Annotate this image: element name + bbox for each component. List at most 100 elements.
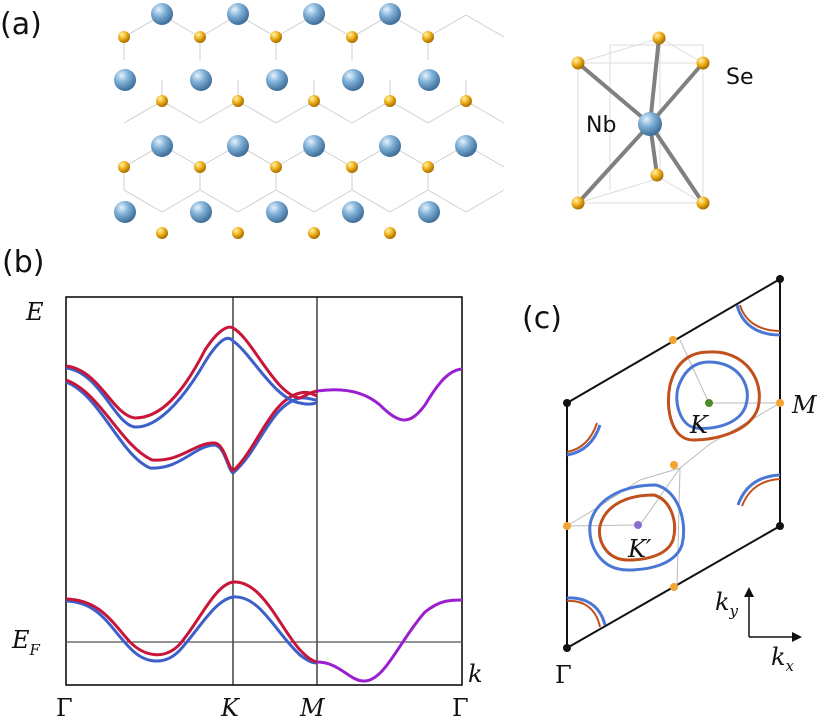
m-point-dot (776, 399, 784, 407)
nb-atom (303, 3, 325, 25)
edge-pocket-right-top (735, 304, 781, 337)
ky-arrowhead (744, 587, 754, 597)
se-atom (232, 95, 244, 107)
band-degenerate-upper (316, 367, 463, 422)
se-atom (571, 56, 585, 70)
nb-atom (418, 201, 440, 223)
se-atom (460, 95, 472, 107)
kprime-point-dot (634, 521, 642, 529)
band-fermi-spin-down (65, 595, 318, 665)
se-atom (346, 161, 358, 173)
panel-a-label: (a) (0, 7, 42, 42)
nb-atom (455, 135, 477, 157)
corner-dot (776, 522, 784, 530)
fermi-pocket-kprime-outer (588, 483, 686, 572)
kx-arrowhead (792, 632, 802, 642)
se-atom (696, 196, 710, 210)
panel-a: (a) (0, 3, 754, 239)
se-label: Se (726, 65, 754, 90)
edge-pocket-left-top (566, 424, 602, 457)
nb-atom (114, 201, 136, 223)
trigonal-prism-coordination: Nb Se (571, 31, 754, 210)
nb-atom (151, 3, 173, 25)
m-point-dot (669, 336, 677, 344)
honeycomb-lattice (114, 3, 505, 239)
kx-label: kx (771, 643, 795, 675)
band-upper-k-m-down (232, 396, 318, 475)
m-point-dot (563, 522, 571, 530)
se-atom (422, 31, 434, 43)
se-atom (156, 95, 168, 107)
nb-atom (303, 135, 325, 157)
se-atom (232, 227, 244, 239)
edge-pocket-left-bottom (566, 596, 607, 626)
nb-label: Nb (586, 113, 616, 138)
se-atom (652, 31, 666, 45)
se-atom (650, 168, 664, 182)
prism-wireframe (577, 37, 705, 204)
band-upper-spin-up (65, 378, 235, 473)
m-point-dot (670, 461, 678, 469)
nb-se-bonds (576, 36, 705, 205)
se-atom (118, 31, 130, 43)
nb-atom (227, 3, 249, 25)
edge-pocket-right-bottom-red (741, 478, 781, 507)
tick-label-gamma-end: Γ (452, 694, 469, 722)
corner-dot (776, 275, 784, 283)
ky-label: ky (715, 588, 739, 620)
nb-atom (227, 135, 249, 157)
m-point-dot (670, 583, 678, 591)
band-fermi-spin-up (65, 580, 318, 664)
band-top-spin-up (65, 325, 318, 420)
nb-atom (190, 201, 212, 223)
band-top-spin-down (65, 336, 318, 429)
se-atom (384, 227, 396, 239)
nb-atom (114, 69, 136, 91)
lattice-bonds (123, 14, 505, 213)
se-atom (308, 95, 320, 107)
fermi-energy-label: EF (11, 626, 41, 659)
nb-atom (266, 201, 288, 223)
panel-b: (b) E EF k Γ K M Γ (2, 245, 483, 722)
se-atom (696, 56, 710, 70)
band-fermi-degenerate (316, 598, 463, 683)
corner-dot (563, 399, 571, 407)
se-atom (422, 161, 434, 173)
band-plot-frame (65, 296, 463, 686)
edge-pocket-right-top-red (739, 304, 781, 332)
kprime-point-label: K′ (627, 535, 652, 563)
gamma-point-label: Γ (555, 661, 572, 689)
se-atom (156, 227, 168, 239)
fermi-pocket-k-outer (666, 350, 761, 442)
edge-pocket-right-bottom (736, 473, 781, 506)
tick-label-k: K (220, 694, 241, 722)
tick-label-m: M (299, 694, 326, 722)
se-atom (384, 95, 396, 107)
se-atom (346, 31, 358, 43)
se-atom (308, 227, 320, 239)
nb-atom (342, 201, 364, 223)
fermi-pocket-k-inner (675, 360, 749, 430)
panel-b-label: (b) (2, 245, 44, 280)
nb-atom (190, 69, 212, 91)
nb-atom (151, 135, 173, 157)
gamma-point-dot (563, 644, 571, 652)
tick-label-gamma-start: Γ (56, 694, 73, 722)
se-atom (118, 161, 130, 173)
nb-atom (342, 69, 364, 91)
nb-atom (379, 3, 401, 25)
se-atom (194, 161, 206, 173)
panel-c: (c) (522, 275, 818, 689)
se-atom (270, 161, 282, 173)
nb-atom (638, 112, 662, 136)
se-atom (194, 31, 206, 43)
edge-pocket-left-bottom-red (566, 599, 601, 628)
nb-atom (418, 69, 440, 91)
k-point-dot (705, 399, 713, 407)
panel-c-label: (c) (522, 301, 562, 336)
energy-axis-label: E (25, 298, 44, 326)
k-point-label: K (689, 411, 710, 439)
se-atom (571, 196, 585, 210)
se-atom (270, 31, 282, 43)
